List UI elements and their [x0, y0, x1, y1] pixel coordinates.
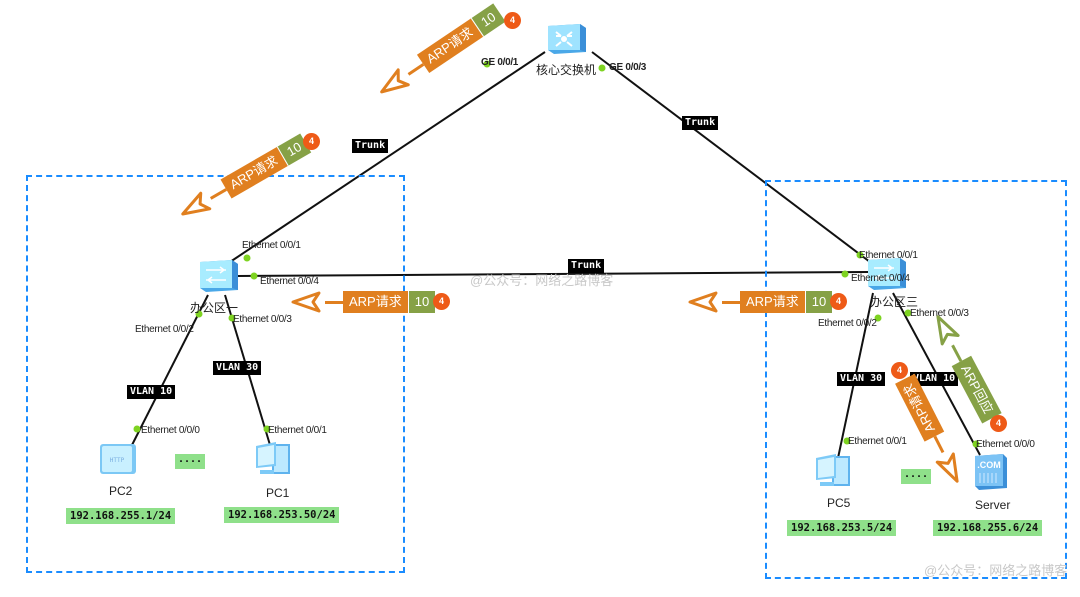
- office3-switch-icon: [868, 258, 906, 290]
- svg-text:HTTP: HTTP: [110, 457, 125, 464]
- pc2-device[interactable]: HTTP: [98, 440, 142, 483]
- arp-label: ARP请求: [343, 291, 408, 313]
- port-dot: [263, 425, 271, 433]
- vlan-tag-server: VLAN 10: [910, 372, 959, 386]
- port-dot: [843, 437, 851, 445]
- server-ip: 192.168.255.6/24: [933, 520, 1043, 536]
- pc1-device[interactable]: [252, 440, 296, 485]
- pc5-label: PC5: [827, 496, 851, 510]
- step-badge: 4: [830, 293, 847, 310]
- pc5-port: Ethernet 0/0/1: [848, 436, 907, 447]
- arrow-left-icon: [380, 68, 410, 94]
- office1-more-hosts: ....: [175, 454, 205, 469]
- core-switch[interactable]: [544, 20, 588, 61]
- pc1-label: PC1: [266, 486, 290, 500]
- watermark-center: @公众号：网络之路博客: [470, 273, 614, 288]
- vlan-tag-pc2: VLAN 10: [127, 385, 176, 399]
- pc1-port: Ethernet 0/0/1: [268, 425, 327, 436]
- port-dot: [904, 309, 912, 317]
- office3-port-server: Ethernet 0/0/3: [910, 308, 969, 319]
- pc5-device[interactable]: [812, 452, 858, 499]
- port-dot: [250, 272, 258, 280]
- arrow-down-icon: [935, 452, 959, 483]
- step-badge: 4: [504, 12, 521, 29]
- office3-switch-label: 办公区三: [870, 295, 919, 309]
- arrow-up-icon: [936, 315, 960, 346]
- arrow-left-icon: [181, 191, 212, 216]
- step-badge: 4: [433, 293, 450, 310]
- pc5-ip: 192.168.253.5/24: [787, 520, 897, 536]
- port-dot: [243, 254, 251, 262]
- office3-area-box: [765, 180, 1067, 579]
- arp-label: ARP请求: [740, 291, 805, 313]
- arp-reply-server: ARP回应: [927, 310, 1002, 424]
- core-switch-label: 核心交换机: [536, 63, 597, 77]
- office1-switch-label: 办公区一: [190, 301, 239, 315]
- server-device[interactable]: .COM: [973, 452, 1009, 497]
- link-office1-pc2: [131, 294, 209, 446]
- link-office1-office3: [237, 271, 869, 277]
- port-dot: [133, 425, 141, 433]
- server-icon: .COM: [975, 454, 1007, 490]
- pc1-ip: 192.168.253.50/24: [224, 507, 340, 523]
- pc1-icon: [256, 442, 290, 474]
- office3-port-trunk: Ethernet 0/0/4: [851, 273, 910, 284]
- trunk-tag-right: Trunk: [682, 116, 719, 130]
- office1-port-pc2: Ethernet 0/0/2: [135, 324, 194, 335]
- trunk-tag-middle: Trunk: [568, 259, 605, 273]
- link-core-office3: [591, 51, 871, 263]
- step-badge: 4: [303, 133, 320, 150]
- pc2-port: Ethernet 0/0/0: [141, 425, 200, 436]
- office3-more-hosts: ....: [901, 469, 931, 484]
- step-badge: 4: [891, 362, 908, 379]
- office3-port-pc5: Ethernet 0/0/2: [818, 318, 877, 329]
- port-dot: [856, 251, 864, 259]
- pc5-icon: [816, 454, 850, 486]
- office1-port-uplink: Ethernet 0/0/1: [242, 240, 301, 251]
- core-port-right: GE 0/0/3: [609, 62, 647, 73]
- port-dot: [972, 440, 980, 448]
- arp-request-core: ARP请求 10: [374, 3, 506, 102]
- office1-port-pc1: Ethernet 0/0/3: [233, 314, 292, 325]
- pc2-label: PC2: [109, 484, 133, 498]
- port-dot: [483, 60, 491, 68]
- arrow-left-icon: [291, 291, 321, 313]
- pc2-icon: HTTP: [100, 444, 136, 474]
- link-core-office1: [229, 51, 546, 263]
- arp-request-office3-trunk: ARP请求 10: [688, 291, 833, 313]
- office1-port-trunk: Ethernet 0/0/4: [260, 276, 319, 287]
- arp-request-office1-uplink: ARP请求 10: [176, 133, 312, 224]
- office1-switch-icon: [200, 260, 238, 292]
- arp-vlan: 10: [407, 291, 436, 313]
- arp-request-office1-trunk: ARP请求 10: [291, 291, 436, 313]
- office3-port-uplink: Ethernet 0/0/1: [859, 250, 918, 261]
- core-switch-icon: [548, 24, 586, 54]
- vlan-tag-pc5: VLAN 30: [837, 372, 886, 386]
- port-dot: [228, 314, 236, 322]
- port-dot: [195, 310, 203, 318]
- arp-request-server: ARP请求: [895, 373, 968, 488]
- core-port-left: GE 0/0/1: [481, 57, 519, 68]
- port-dot: [841, 270, 849, 278]
- port-dot: [598, 64, 606, 72]
- vlan-tag-pc1: VLAN 30: [213, 361, 262, 375]
- arp-vlan: 10: [804, 291, 833, 313]
- svg-text:.COM: .COM: [977, 460, 1001, 470]
- step-badge: 4: [990, 415, 1007, 432]
- arrow-left-icon: [688, 291, 718, 313]
- trunk-tag-left: Trunk: [352, 139, 389, 153]
- pc2-ip: 192.168.255.1/24: [66, 508, 176, 524]
- port-dot: [874, 314, 882, 322]
- office1-switch[interactable]: [198, 258, 240, 299]
- server-port: Ethernet 0/0/0: [976, 439, 1035, 450]
- office1-area-box: [26, 175, 405, 573]
- server-label: Server: [975, 498, 1011, 512]
- watermark-bottom-right: @公众号：网络之路博客: [924, 563, 1068, 578]
- office3-switch[interactable]: [866, 256, 908, 297]
